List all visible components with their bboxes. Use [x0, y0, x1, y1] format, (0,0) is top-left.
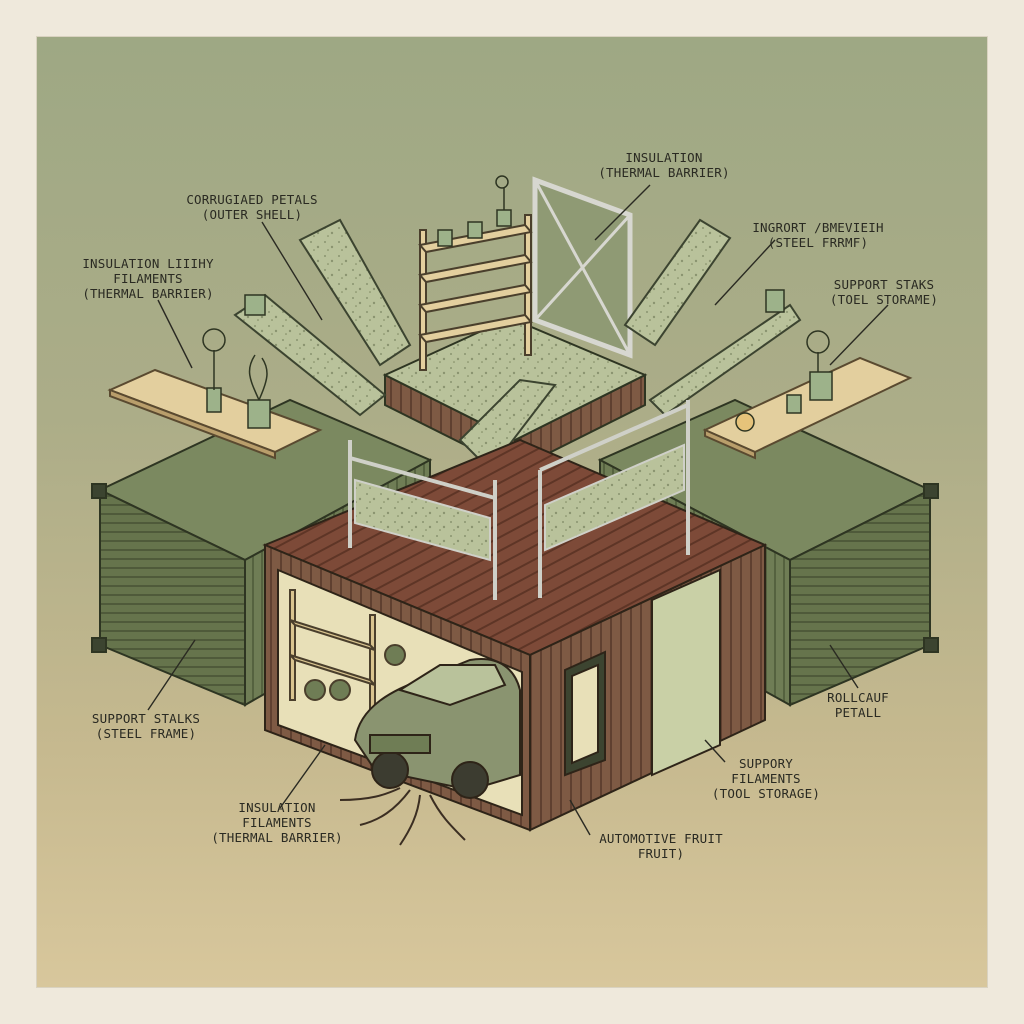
right-wood-shelf [702, 356, 913, 460]
tool-storage-cabinet [564, 568, 721, 777]
potted-plants [202, 175, 833, 432]
label-support-stalks: SUPPORT STALKS(STEEL FRAME) [91, 711, 201, 741]
interior-shelving [289, 589, 406, 726]
label-corrugated-petals: CORRUGIAED PETALS(OUTER SHELL) [186, 192, 318, 222]
steel-frame-panel [532, 176, 633, 359]
label-insulation-top: INSULATION(THERMAL BARRIER) [598, 150, 730, 180]
label-ingrort-frame: INGRORT /BMEVIEIH(STEEL FRRMF) [752, 220, 884, 250]
roots [339, 787, 466, 846]
leader-lines [147, 184, 889, 836]
roof-railings [348, 400, 690, 600]
automotive-fruit-car [353, 658, 521, 799]
label-support-staks: SUPPORT STAKS(TOEL STORAME) [829, 277, 939, 307]
